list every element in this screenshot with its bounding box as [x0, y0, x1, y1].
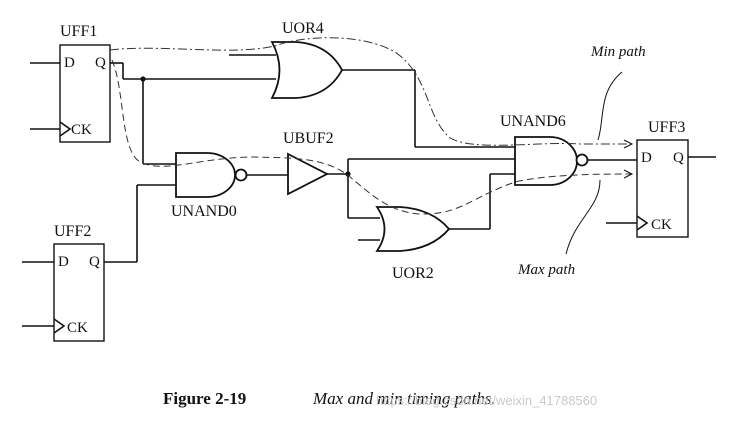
uff2-pin-q: Q: [89, 254, 100, 270]
flip-flop-uff1: UFF1 D Q CK: [30, 23, 111, 143]
wires: [104, 54, 637, 263]
nand-gate-unand0: UNAND0: [171, 152, 248, 220]
junction-dot: [140, 76, 146, 82]
uff1-pin-q: Q: [95, 55, 106, 71]
caption-number: Figure 2-19: [163, 389, 246, 408]
unand6-bubble: [575, 153, 589, 167]
unand0-label: UNAND0: [171, 203, 237, 220]
max-timing-path: [111, 59, 634, 215]
unand0-bubble: [234, 168, 248, 182]
flip-flop-uff2: UFF2 D Q CK: [22, 223, 105, 342]
uff3-pin-q: Q: [673, 150, 684, 166]
or-gate-uor2: UOR2: [375, 206, 451, 282]
max-path-leader: [565, 179, 601, 255]
or-gate-uor4: UOR4: [270, 20, 344, 99]
buffer-gate-ubuf2: UBUF2: [283, 130, 334, 196]
unand6-label: UNAND6: [500, 113, 566, 130]
min-path-label: Min path: [590, 44, 646, 60]
figure-caption: Figure 2-19 Max and min timing paths. ht…: [163, 389, 597, 408]
caption-text: Max and min timing paths.: [312, 389, 496, 408]
nand-gate-unand6: UNAND6: [500, 113, 589, 186]
min-path-leader: [597, 71, 623, 141]
uor4-label: UOR4: [282, 20, 324, 37]
uff3-label: UFF3: [648, 119, 685, 136]
uff1-pin-ck: CK: [71, 122, 92, 138]
uff3-pin-ck: CK: [651, 217, 672, 233]
uff1-label: UFF1: [60, 23, 97, 40]
junction-dot: [345, 171, 351, 177]
uff1-pin-d: D: [64, 55, 75, 71]
uff3-pin-d: D: [641, 150, 652, 166]
uff2-pin-ck: CK: [67, 320, 88, 336]
uff2-label: UFF2: [54, 223, 91, 240]
uor2-label: UOR2: [392, 265, 434, 282]
watermark: https://blog.csdn.net/weixin_41788560: [376, 393, 597, 408]
max-path-label: Max path: [517, 262, 575, 278]
uff2-clock-triangle: [53, 318, 66, 334]
uff2-pin-d: D: [58, 254, 69, 270]
min-timing-path: [109, 37, 634, 149]
uff3-clock-triangle: [636, 215, 649, 231]
ubuf2-label: UBUF2: [283, 130, 334, 147]
uff1-clock-triangle: [59, 121, 72, 137]
flip-flop-uff3: UFF3 D Q CK: [606, 119, 716, 238]
